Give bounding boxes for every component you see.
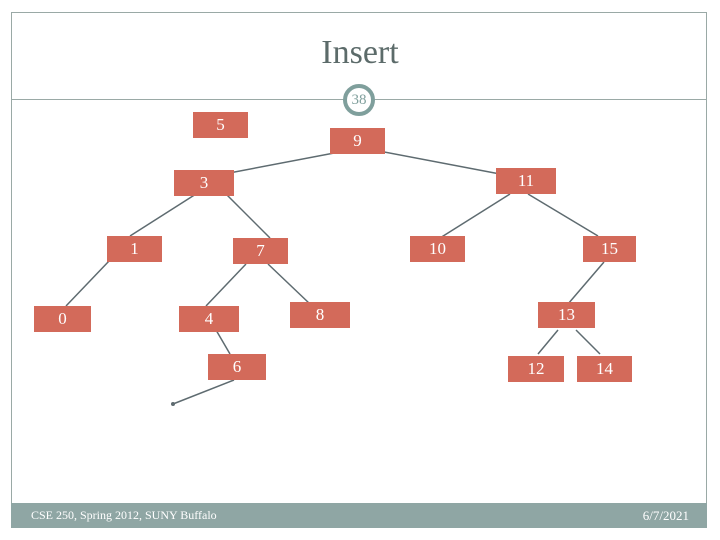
tree-node-9: 9: [330, 128, 385, 154]
tree-node-3: 3: [174, 170, 234, 196]
tree-node-14: 14: [577, 356, 632, 382]
slide-title: Insert: [321, 34, 399, 71]
footer-course: CSE 250, Spring 2012, SUNY Buffalo: [31, 508, 217, 522]
edge-13-12: [537, 329, 559, 355]
pointer-arrow-tip: [171, 402, 175, 406]
tree-node-11: 11: [496, 168, 556, 194]
insert-node-5: 5: [193, 112, 248, 138]
edge-4-6: [215, 329, 231, 355]
edge-7-8: [267, 263, 311, 305]
edge-13-14: [575, 329, 601, 355]
tree-node-12: 12: [508, 356, 564, 382]
tree-node-10: 10: [410, 236, 465, 262]
tree-node-6: 6: [208, 354, 266, 380]
edge-9-11: [373, 149, 501, 175]
edge-3-1: [129, 193, 197, 237]
pointer-arrow: [172, 379, 235, 405]
edge-11-10: [439, 193, 511, 239]
tree-node-8: 8: [290, 302, 350, 328]
edge-3-7: [225, 193, 271, 239]
tree-node-13: 13: [538, 302, 595, 328]
edge-9-3: [223, 149, 351, 175]
tree-node-15: 15: [583, 236, 636, 262]
edge-1-0: [65, 259, 111, 307]
edge-15-13: [567, 261, 605, 305]
edge-7-4: [205, 263, 247, 307]
tree-node-7: 7: [233, 238, 288, 264]
footer-date: 6/7/2021: [642, 508, 689, 523]
footer-bar: CSE 250, Spring 2012, SUNY Buffalo 6/7/2…: [11, 503, 707, 528]
slide-number-badge: 38: [343, 84, 375, 116]
edge-11-15: [527, 193, 599, 237]
tree-node-0: 0: [34, 306, 91, 332]
tree-node-1: 1: [107, 236, 162, 262]
tree-node-4: 4: [179, 306, 239, 332]
